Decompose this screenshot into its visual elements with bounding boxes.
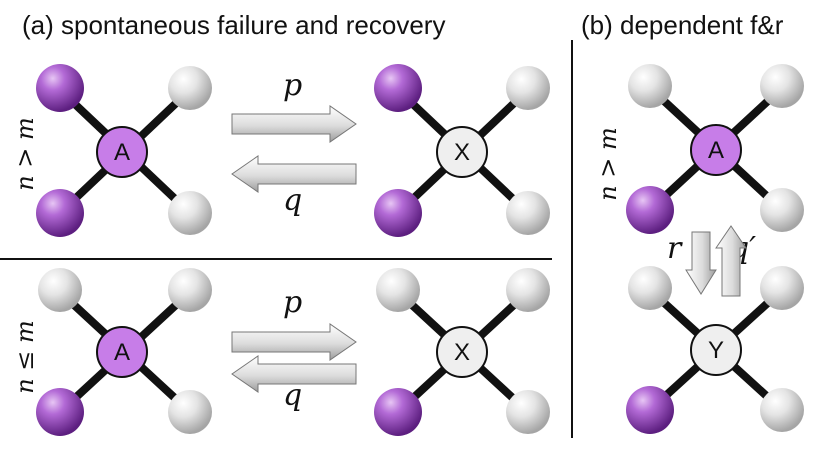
node-failed <box>436 326 488 378</box>
node-active <box>96 326 148 378</box>
grey-ball <box>168 268 212 312</box>
purple-ball <box>374 388 422 436</box>
panel-b-title: (b) dependent f&r <box>581 10 784 40</box>
grey-ball <box>760 64 804 108</box>
param-r: r <box>667 231 682 266</box>
purple-ball <box>36 388 84 436</box>
purple-ball <box>374 64 422 112</box>
purple-ball <box>374 189 422 237</box>
param-p-top: p <box>283 68 303 103</box>
node-group-a-bottom-right: X <box>374 268 550 436</box>
arrow-r-down <box>685 231 717 295</box>
node-b-top-label: A <box>708 137 724 164</box>
grey-ball <box>376 268 420 312</box>
grey-ball <box>506 66 550 110</box>
param-p-bottom: p <box>283 285 303 320</box>
grey-ball <box>628 64 672 108</box>
purple-ball <box>626 186 674 234</box>
panel-a-title: (a) spontaneous failure and recovery <box>22 10 446 40</box>
node-a-top-right-label: X <box>454 139 470 166</box>
grey-ball <box>760 388 804 432</box>
node-group-b-top: A <box>626 64 804 234</box>
purple-ball <box>626 386 674 434</box>
node-group-a-bottom-left: A <box>36 268 212 436</box>
node-group-a-top-right: X <box>374 64 550 237</box>
node-group-b-bottom: Y <box>626 266 804 434</box>
grey-ball <box>506 191 550 235</box>
node-a-bottom-right-label: X <box>454 339 470 366</box>
node-active <box>690 124 742 176</box>
grey-ball <box>168 390 212 434</box>
grey-ball <box>628 266 672 310</box>
node-failed <box>436 126 488 178</box>
param-q-bottom: q <box>283 378 303 413</box>
arrow-p-bottom <box>231 323 357 361</box>
param-q-top: q <box>283 183 303 218</box>
grey-ball <box>506 268 550 312</box>
grey-ball <box>760 188 804 232</box>
node-a-bottom-left-label: A <box>114 339 130 366</box>
arrow-q-bottom <box>231 355 357 393</box>
arrow-q-prime-up <box>715 225 747 297</box>
grey-ball <box>506 390 550 434</box>
purple-ball <box>36 64 84 112</box>
grey-ball <box>760 266 804 310</box>
node-dependent-failed <box>690 324 742 376</box>
grey-ball <box>168 191 212 235</box>
node-group-a-top-left: A <box>36 64 212 237</box>
node-a-top-left-label: A <box>114 139 130 166</box>
arrow-p-top <box>231 105 357 143</box>
grey-ball <box>38 268 82 312</box>
arrow-q-top <box>231 155 357 193</box>
grey-ball <box>168 66 212 110</box>
node-active <box>96 126 148 178</box>
purple-ball <box>36 189 84 237</box>
node-b-bottom-label: Y <box>708 337 724 364</box>
